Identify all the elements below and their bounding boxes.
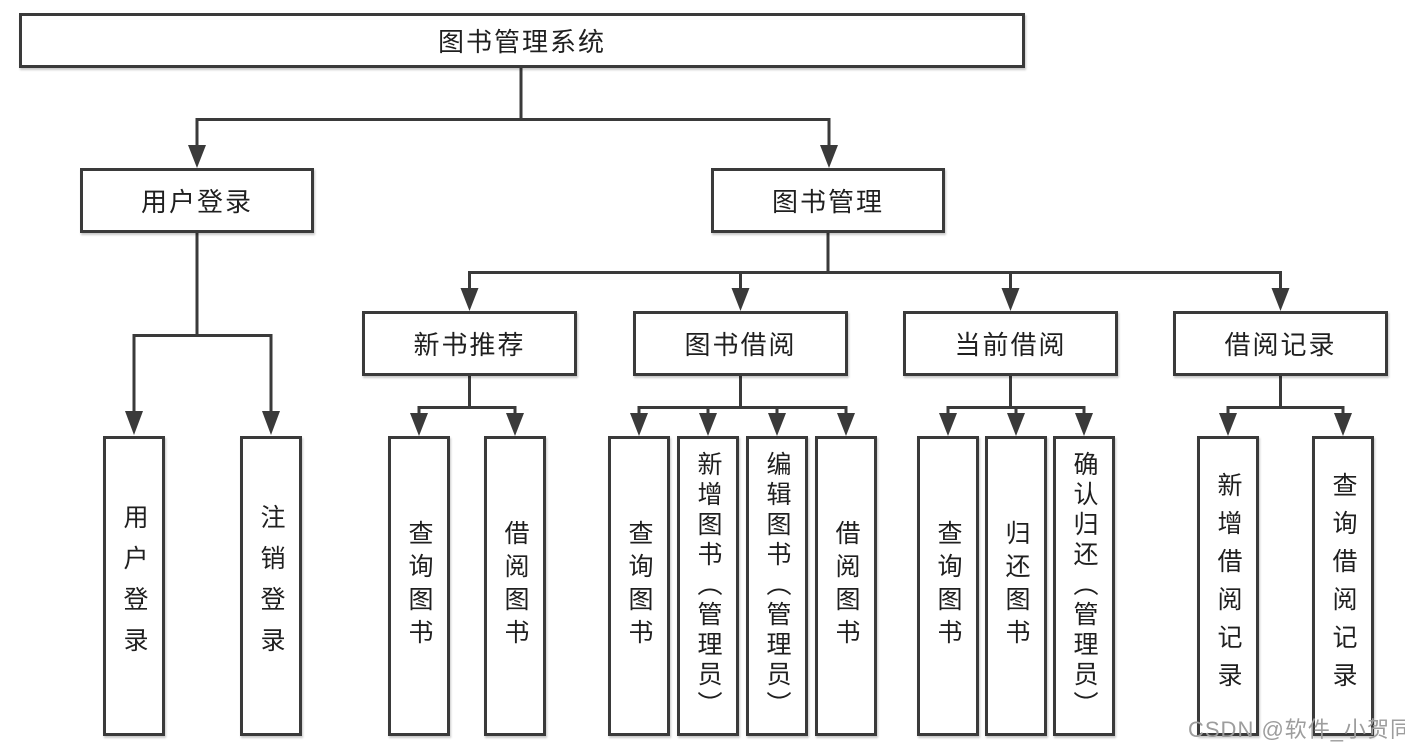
leaf-user-login: 用户登录	[103, 436, 165, 736]
node-new-book-recommend: 新书推荐	[362, 311, 577, 376]
leaf-current-query-books: 查询图书	[917, 436, 979, 736]
leaf-borrowing-query-books: 查询图书	[608, 436, 670, 736]
leaf-add-borrow-record: 新增借阅记录	[1197, 436, 1259, 736]
node-book-borrowing: 图书借阅	[633, 311, 848, 376]
leaf-query-borrow-record: 查询借阅记录	[1312, 436, 1374, 736]
leaf-edit-books-admin: 编辑图书（管理员）	[746, 436, 808, 736]
node-root: 图书管理系统	[19, 13, 1025, 68]
leaf-return-books: 归还图书	[985, 436, 1047, 736]
node-borrowing-records: 借阅记录	[1173, 311, 1388, 376]
watermark: CSDN @软件_小贺同学	[1188, 717, 1405, 742]
leaf-add-books-admin: 新增图书（管理员）	[677, 436, 739, 736]
node-user-login: 用户登录	[80, 168, 314, 233]
leaf-borrow-books: 借阅图书	[815, 436, 877, 736]
leaf-recommend-borrow-books: 借阅图书	[484, 436, 546, 736]
leaf-logout: 注销登录	[240, 436, 302, 736]
leaf-confirm-return-admin: 确认归还（管理员）	[1053, 436, 1115, 736]
arrowheads	[125, 145, 1352, 436]
node-book-management: 图书管理	[711, 168, 945, 233]
node-current-borrowing: 当前借阅	[903, 311, 1118, 376]
connector-line-path	[132, 68, 1345, 416]
leaf-recommend-query-books: 查询图书	[388, 436, 450, 736]
